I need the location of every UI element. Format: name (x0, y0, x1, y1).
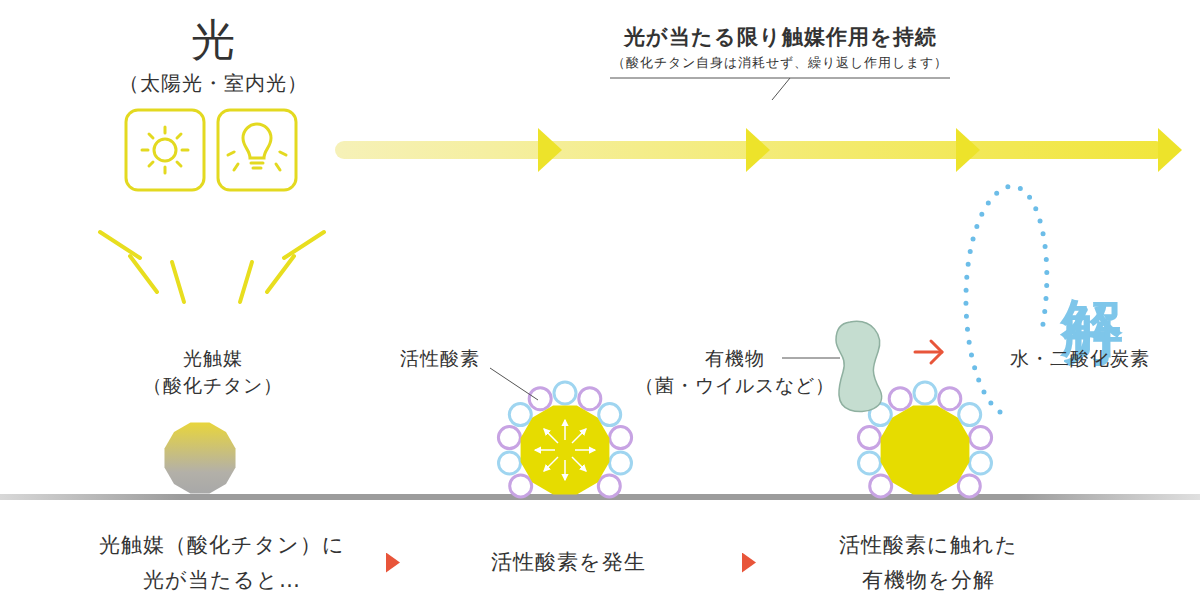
leader-line (490, 368, 538, 400)
text-label: 光 (191, 14, 236, 67)
emission-arrows (535, 420, 595, 480)
sun-icon (126, 110, 204, 190)
emission-arrow (544, 429, 558, 443)
arrow-head (956, 128, 980, 172)
light-ray (240, 262, 252, 302)
sun-ray (149, 134, 153, 138)
text-label: 光が当たる限り触媒作用を持続 (624, 25, 937, 50)
icon-frame (218, 110, 296, 190)
organic-matter (836, 321, 882, 411)
bulb-ray (234, 164, 238, 170)
titania-particle (521, 406, 610, 495)
text-label: （酸化チタン） (143, 374, 283, 397)
text-label: 水・二酸化炭素 (1010, 347, 1150, 370)
text-label: （菌・ウイルスなど） (635, 374, 835, 397)
process-step: 活性酸素に触れた 有機物を分解 (756, 525, 1100, 600)
process-step: 光触媒（酸化チタン）に 光が当たると… (60, 525, 384, 600)
text-label: （酸化チタン自身は消耗せず、繰り返し作用します） (612, 55, 948, 71)
dissipation-dots (966, 186, 1047, 412)
sun-ray (164, 167, 167, 173)
bulb-icon (218, 110, 296, 190)
arrow-head (538, 128, 562, 172)
bulb-base (251, 162, 263, 165)
emission-arrow (564, 420, 566, 440)
emission-arrow (535, 449, 555, 451)
step-caption: 活性酸素に触れた 有機物を分解 (826, 528, 1031, 597)
text-label: （太陽光・室内光） (119, 71, 308, 95)
note-underline (610, 78, 950, 79)
icon-frame (126, 110, 204, 190)
text-label: 光触媒 (183, 347, 243, 370)
arrow-head (746, 128, 770, 172)
step-caption: 活性酸素を発生 (408, 545, 728, 580)
titania-particle (881, 406, 970, 495)
emission-arrow (564, 460, 566, 480)
note-bracket (610, 78, 950, 100)
leader-line (782, 358, 840, 359)
bulb-ray (228, 152, 234, 155)
note-pointer (772, 78, 790, 100)
text-label: 有機物 (705, 347, 765, 370)
sun-ray (177, 134, 181, 138)
emission-arrow (572, 429, 586, 443)
light-ray (130, 256, 157, 292)
process-step: 活性酸素を発生 (400, 525, 736, 600)
bulb-ray (276, 164, 280, 170)
sun-disc (154, 139, 176, 161)
titania-particle (164, 422, 235, 493)
arrow-head (931, 341, 942, 363)
light-ray (267, 256, 294, 292)
emission-arrow (572, 457, 586, 471)
text-label: 活性酸素 (400, 347, 480, 370)
bulb-base (253, 167, 261, 170)
sun-ray (164, 127, 167, 133)
light-ray (172, 262, 184, 302)
step-caption: 光触媒（酸化チタン）に 光が当たると… (91, 528, 353, 597)
light-ray (284, 232, 324, 258)
light-arrow-band (335, 128, 1182, 172)
emission-arrow (544, 457, 558, 471)
step-arrow (384, 562, 400, 563)
light-ray (100, 232, 140, 258)
active-oxygen-ring (498, 382, 631, 497)
sun-ray (177, 162, 181, 166)
arrow-shaft (915, 351, 942, 354)
arrow-head (1158, 128, 1182, 172)
emission-arrow (575, 449, 595, 451)
step-arrow (736, 562, 756, 563)
sun-ray (142, 149, 148, 152)
bulb-glass (243, 124, 271, 158)
sun-ray (182, 149, 188, 152)
reaction-arrow (915, 341, 942, 363)
bulb-ray (280, 152, 286, 155)
light-rays (100, 232, 324, 302)
sun-ray (149, 162, 153, 166)
ground-surface (0, 494, 1200, 500)
